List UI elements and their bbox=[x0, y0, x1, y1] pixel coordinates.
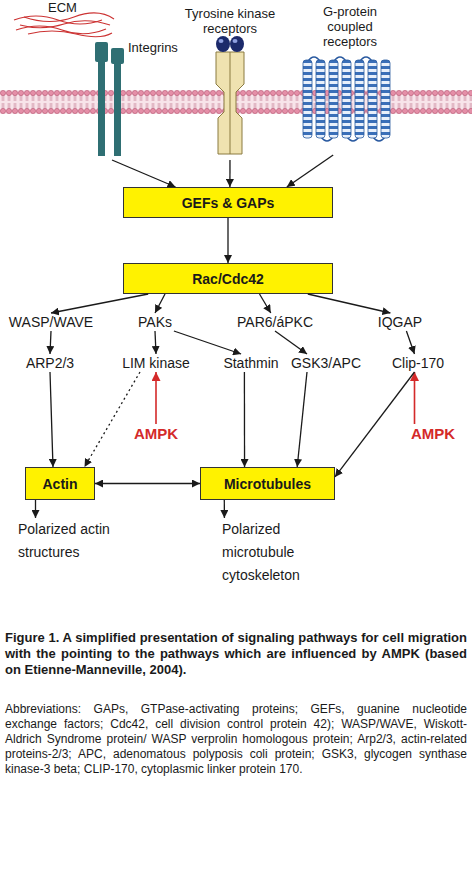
helix bbox=[355, 60, 364, 138]
node-text: WASP/WAVE bbox=[9, 314, 93, 330]
node-text: Polarized actin structures bbox=[18, 518, 158, 564]
signal-arrow bbox=[260, 294, 271, 313]
g-protein-coupled-receptor bbox=[303, 57, 390, 141]
cytoskeleton-box: Microtubules bbox=[200, 467, 335, 500]
inhibition-arrow bbox=[414, 372, 416, 424]
inhibition-arrow bbox=[155, 372, 157, 424]
ligand bbox=[230, 36, 244, 52]
node-text: Actin bbox=[43, 476, 78, 492]
tyrosine-kinase-receptor bbox=[216, 36, 244, 154]
connector-group bbox=[36, 155, 415, 518]
signal-arrow bbox=[308, 294, 391, 313]
signal-arrow bbox=[174, 331, 241, 354]
node-text: Integrins bbox=[128, 40, 178, 55]
outcome-label: Polarized actin structures bbox=[18, 518, 158, 566]
signal-arrow bbox=[335, 372, 415, 477]
signal-arrow bbox=[112, 160, 176, 187]
pathway-label: IQGAP bbox=[368, 313, 432, 331]
signal-arrow bbox=[50, 372, 53, 467]
signal-arrow bbox=[35, 500, 36, 518]
node-text: GSK3/APC bbox=[291, 355, 361, 371]
signal-arrow bbox=[155, 294, 165, 313]
signal-arrow bbox=[297, 372, 307, 467]
node-text: GEFs & GAPs bbox=[182, 195, 275, 211]
ecm-fibers bbox=[14, 13, 114, 37]
signal-arrow bbox=[227, 218, 228, 263]
signal-arrow bbox=[155, 331, 156, 354]
signal-arrow bbox=[95, 483, 200, 484]
helix bbox=[316, 60, 325, 138]
ecm-fiber bbox=[16, 26, 106, 34]
signal-arrow bbox=[85, 372, 141, 467]
ligand-highlight bbox=[219, 39, 224, 43]
node-text: Stathmin bbox=[223, 355, 278, 371]
node-text: IQGAP bbox=[378, 314, 422, 330]
effector-label: Stathmin bbox=[218, 354, 284, 372]
node-text: Rac/Cdc42 bbox=[192, 271, 264, 287]
effector-label: ARP2/3 bbox=[20, 354, 80, 372]
signal-arrow bbox=[275, 331, 307, 354]
integrin-head bbox=[95, 42, 108, 62]
node-text: LIM kinase bbox=[122, 355, 190, 371]
abbreviations-note: Abbreviations: GAPs, GTPase-activating p… bbox=[5, 702, 467, 777]
helix bbox=[342, 60, 351, 138]
signal-arrow bbox=[224, 500, 225, 518]
pathway-label: PAR6/áPKC bbox=[233, 313, 317, 331]
pathway-label: WASP/WAVE bbox=[6, 313, 96, 331]
signal-arrow bbox=[229, 160, 230, 187]
signal-arrow bbox=[50, 331, 51, 354]
signal-arrow bbox=[244, 372, 245, 467]
node-text: ARP2/3 bbox=[26, 355, 74, 371]
integrin-receptor bbox=[95, 42, 124, 156]
integrin-subunit bbox=[114, 62, 121, 156]
node-text: Microtubules bbox=[224, 476, 311, 492]
process-box: Rac/Cdc42 bbox=[123, 263, 333, 294]
pathway-label: PAKs bbox=[128, 313, 182, 331]
ligand-highlight bbox=[233, 39, 238, 43]
helix bbox=[368, 60, 377, 138]
receptor-label: G-protein coupled receptors bbox=[308, 4, 392, 155]
effector-label: GSK3/APC bbox=[288, 354, 364, 372]
integrin-subunit bbox=[98, 60, 105, 156]
node-text: Clip-170 bbox=[392, 355, 444, 371]
effector-label: LIM kinase bbox=[116, 354, 196, 372]
ecm-fiber bbox=[14, 16, 102, 24]
node-text: Polarized microtubule cytoskeleton bbox=[222, 518, 318, 587]
receptor-dimer-line bbox=[230, 52, 231, 154]
node-text: AMPK bbox=[134, 426, 178, 442]
figure-caption: Figure 1. A simplified presentation of s… bbox=[5, 630, 467, 678]
receptor-body bbox=[216, 52, 244, 154]
node-text: PAKs bbox=[138, 314, 172, 330]
receptor-label: Tyrosine kinase receptors bbox=[178, 6, 282, 160]
cytoskeleton-box: Actin bbox=[25, 467, 95, 500]
process-box: GEFs & GAPs bbox=[123, 187, 333, 218]
ampk-label: AMPK bbox=[128, 424, 184, 444]
ampk-label: AMPK bbox=[405, 424, 461, 444]
ligand bbox=[216, 36, 230, 52]
signal-arrow bbox=[287, 155, 333, 187]
helix bbox=[303, 60, 312, 138]
node-text: G-protein coupled receptors bbox=[308, 4, 392, 49]
ecm-fiber bbox=[28, 31, 112, 37]
signal-arrow bbox=[406, 331, 414, 354]
helix bbox=[329, 60, 338, 138]
outcome-label: Polarized microtubule cytoskeleton bbox=[222, 518, 318, 590]
signal-arrow bbox=[51, 294, 148, 313]
integrin-head bbox=[111, 48, 124, 64]
helix bbox=[381, 60, 390, 138]
receptor-label: Integrins bbox=[92, 40, 192, 160]
node-text: AMPK bbox=[411, 426, 455, 442]
node-text: Tyrosine kinase receptors bbox=[178, 6, 282, 36]
node-text: PAR6/áPKC bbox=[237, 314, 313, 330]
effector-label: Clip-170 bbox=[383, 354, 453, 372]
structure-label: ECM bbox=[48, 0, 108, 15]
